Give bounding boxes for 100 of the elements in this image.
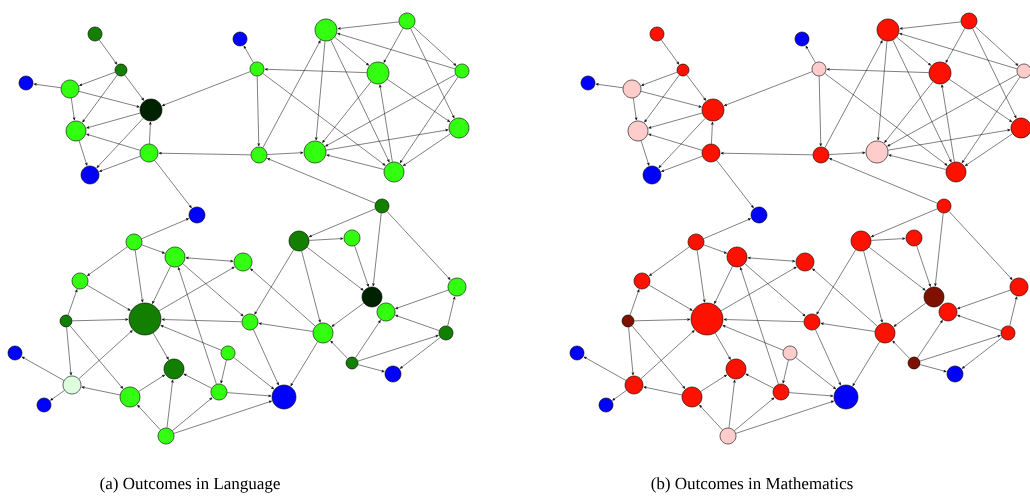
arrow [816, 249, 856, 315]
arrow [583, 356, 627, 381]
arrow [892, 340, 910, 359]
network-node [1016, 63, 1030, 79]
arrow [722, 325, 784, 351]
network-node [314, 18, 338, 42]
arrow [262, 73, 386, 166]
network-node [876, 18, 900, 42]
arrow [124, 74, 145, 101]
arrow [641, 71, 678, 86]
arrow [703, 244, 727, 254]
arrow [227, 392, 272, 397]
arrow [740, 267, 779, 385]
arrow [919, 364, 947, 373]
arrow [395, 289, 449, 309]
arrow [723, 71, 813, 106]
arrow [87, 246, 128, 276]
network-node [384, 365, 402, 383]
network-node [374, 198, 390, 214]
arrow [640, 91, 702, 108]
arrow [399, 76, 459, 164]
network-node [624, 375, 644, 395]
network-node [249, 61, 265, 77]
network-node [622, 79, 642, 99]
arrow [149, 121, 152, 144]
network-node [811, 61, 827, 77]
network-node [271, 384, 297, 410]
network-node [7, 345, 23, 361]
network-node [220, 345, 236, 361]
network-node [448, 117, 470, 139]
network-node [874, 322, 896, 344]
network-node [376, 302, 396, 322]
arrow [640, 330, 695, 379]
arrow [78, 91, 140, 108]
arrow [852, 341, 880, 387]
network-node [795, 252, 815, 272]
arrow [326, 154, 385, 170]
network-node [681, 386, 703, 408]
arrow [964, 133, 1013, 167]
arrow [826, 68, 929, 73]
arrow [267, 151, 304, 155]
arrow [410, 28, 455, 119]
arrow [67, 289, 78, 316]
network-node [803, 313, 821, 331]
arrow [86, 284, 131, 311]
arrow [334, 36, 369, 66]
network-node [719, 427, 737, 445]
arrow [703, 218, 751, 239]
arrow [233, 357, 275, 390]
arrow [137, 404, 161, 431]
arrow [447, 296, 456, 327]
arrow [387, 79, 451, 123]
network-node [772, 383, 790, 401]
network-node [233, 252, 253, 272]
network-node [312, 322, 334, 344]
arrow [696, 249, 706, 303]
arrow [818, 76, 822, 147]
arrow [795, 357, 837, 390]
network-node [366, 61, 390, 85]
network-node [80, 165, 100, 185]
arrow [262, 40, 321, 148]
arrow [330, 340, 348, 359]
caption: (b) Outcomes in Mathematics [651, 477, 853, 493]
arrow [628, 327, 635, 376]
network-node [633, 272, 651, 290]
arrow [372, 213, 382, 287]
arrow [141, 244, 165, 254]
network-node [62, 375, 82, 395]
network-node [701, 98, 725, 122]
arrow [152, 332, 169, 360]
arrow [648, 284, 693, 311]
arrow [50, 390, 65, 401]
network-node [139, 143, 159, 163]
arrow [154, 160, 192, 209]
arrow [782, 359, 789, 384]
arrow [863, 250, 883, 323]
arrow [899, 33, 1018, 70]
network-node [119, 386, 141, 408]
arrow [871, 237, 906, 241]
network-node [794, 31, 810, 47]
network-node [725, 358, 747, 380]
arrow [934, 213, 944, 287]
arrow [183, 373, 212, 389]
arrow [308, 208, 376, 237]
arrow [643, 386, 683, 396]
network-node [960, 12, 978, 30]
network-node [676, 63, 690, 77]
arrow [948, 211, 1013, 280]
arrow [325, 74, 456, 147]
arrow [744, 263, 806, 317]
arrow [301, 250, 321, 323]
arrow [386, 211, 451, 280]
arrow [961, 76, 1021, 164]
network-node [928, 61, 952, 85]
network-node [241, 313, 259, 331]
arrow [812, 268, 878, 327]
arrow [220, 359, 227, 384]
network-node [232, 31, 248, 47]
network-node [114, 63, 128, 77]
arrow [379, 84, 393, 163]
